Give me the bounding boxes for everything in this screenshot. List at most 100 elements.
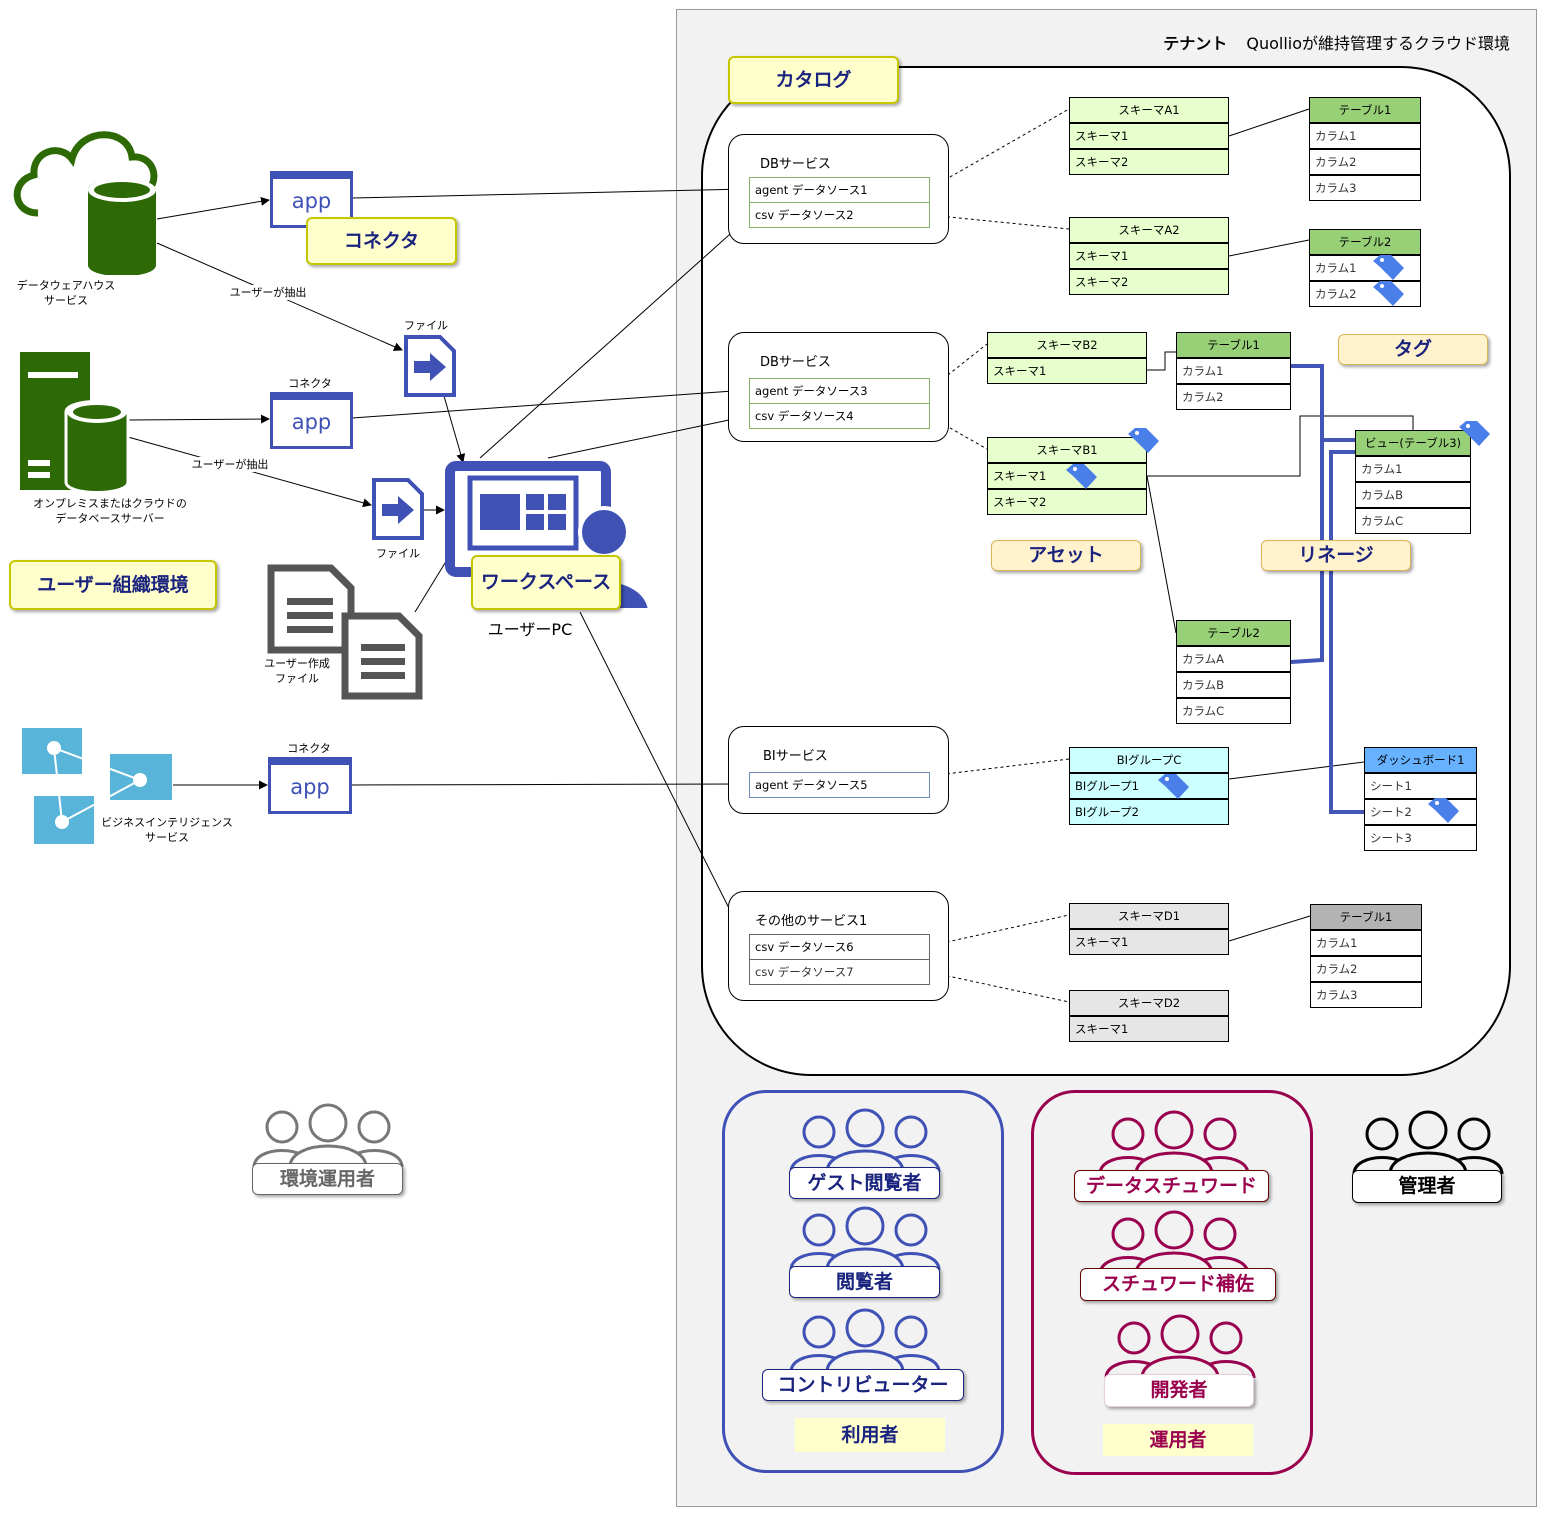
datasource-3[interactable]: agent データソース3 — [749, 378, 930, 404]
people-group-icon — [789, 1206, 941, 1271]
bi-group-c-header[interactable]: BIグループC — [1069, 747, 1229, 773]
tag-icon — [1373, 281, 1404, 306]
tag-icon — [1158, 774, 1189, 799]
schema-a2-row[interactable]: スキーマ2 — [1069, 269, 1229, 295]
connector-app-3[interactable]: app — [268, 757, 352, 814]
users-label: 利用者 — [795, 1418, 945, 1452]
column-row[interactable]: カラム2 — [1310, 956, 1422, 982]
datasource-6[interactable]: csv データソース6 — [749, 934, 930, 960]
developer-label: 開発者 — [1104, 1374, 1254, 1407]
datasource-5[interactable]: agent データソース5 — [749, 772, 930, 798]
sheet-row[interactable]: シート1 — [1364, 773, 1477, 799]
column-row[interactable]: カラム1 — [1309, 255, 1421, 281]
schema-d1-row[interactable]: スキーマ1 — [1069, 929, 1229, 955]
column-row[interactable]: カラム2 — [1309, 149, 1421, 175]
column-row[interactable]: カラム1 — [1310, 930, 1422, 956]
viewer-label: 閲覧者 — [789, 1266, 940, 1298]
user-pc-label: ユーザーPC — [487, 620, 573, 639]
service-title: DBサービス — [760, 355, 831, 370]
lineage-label: リネージ — [1261, 540, 1411, 571]
tenant-title: テナント Quollioが維持管理するクラウド環境 — [1080, 30, 1510, 54]
onprem-label: オンプレミスまたはクラウドの データベースサーバー — [33, 497, 187, 525]
column-row[interactable]: カラムA — [1176, 646, 1291, 672]
env-operator-label: 環境運用者 — [252, 1163, 403, 1195]
contributor-label: コントリビューター — [762, 1369, 964, 1401]
dashboard-1-header[interactable]: ダッシュボード1 — [1364, 747, 1477, 773]
table-2b-header[interactable]: テーブル2 — [1176, 620, 1291, 646]
schema-a2-header[interactable]: スキーマA2 — [1069, 217, 1229, 243]
view-table3-header[interactable]: ビュー(テーブル3) — [1355, 430, 1471, 456]
column-row[interactable]: カラムB — [1176, 672, 1291, 698]
extract-label: ユーザーが抽出 — [188, 457, 272, 472]
tenant-name: テナント — [1163, 34, 1228, 53]
datasource-4[interactable]: csv データソース4 — [749, 403, 930, 429]
tag-icon — [1428, 798, 1459, 823]
tag-icon — [1128, 428, 1159, 453]
catalog-label: カタログ — [728, 56, 899, 104]
bi-service-icon — [22, 728, 172, 844]
connector-label: コネクタ — [306, 217, 457, 265]
schema-d2-header[interactable]: スキーマD2 — [1069, 990, 1229, 1016]
column-row[interactable]: カラム2 — [1309, 281, 1421, 307]
column-row[interactable]: カラム2 — [1176, 384, 1291, 410]
schema-a2-row[interactable]: スキーマ1 — [1069, 243, 1229, 269]
schema-d1-header[interactable]: スキーマD1 — [1069, 903, 1229, 929]
people-group-icon — [252, 1103, 404, 1168]
db-service-2[interactable]: DBサービス agent データソース3 csv データソース4 — [728, 332, 949, 442]
operators-group — [1031, 1090, 1313, 1475]
service-title: BIサービス — [763, 749, 828, 764]
column-row[interactable]: カラム3 — [1309, 175, 1421, 201]
bi-group-row[interactable]: BIグループ1 — [1069, 773, 1229, 799]
schema-a1-header[interactable]: スキーマA1 — [1069, 97, 1229, 123]
extract-label: ユーザーが抽出 — [226, 285, 310, 300]
table-2a-header[interactable]: テーブル2 — [1309, 229, 1421, 255]
datasource-2[interactable]: csv データソース2 — [749, 202, 930, 228]
column-row[interactable]: カラムC — [1176, 698, 1291, 724]
table-1a-header[interactable]: テーブル1 — [1309, 97, 1421, 123]
sheet-row[interactable]: シート2 — [1364, 799, 1477, 825]
tag-icon — [1066, 464, 1097, 489]
bi-group-row[interactable]: BIグループ2 — [1069, 799, 1229, 825]
org-env-label: ユーザー組織環境 — [9, 560, 217, 610]
schema-b1-row[interactable]: スキーマ1 — [987, 463, 1147, 489]
db-service-1[interactable]: DBサービス agent データソース1 csv データソース2 — [728, 134, 949, 244]
service-title: その他のサービス1 — [755, 914, 868, 929]
file-label: ファイル — [376, 547, 420, 560]
other-service[interactable]: その他のサービス1 csv データソース6 csv データソース7 — [728, 891, 949, 1001]
connector-app-2[interactable]: app — [270, 392, 353, 449]
schema-b2-row[interactable]: スキーマ1 — [987, 358, 1147, 384]
sheet-row[interactable]: シート3 — [1364, 825, 1477, 851]
table-1b-header[interactable]: テーブル1 — [1176, 332, 1291, 358]
table-1d-header[interactable]: テーブル1 — [1310, 904, 1422, 930]
data-warehouse-icon — [13, 131, 158, 275]
people-group-icon — [1098, 1210, 1250, 1275]
datasource-1[interactable]: agent データソース1 — [749, 177, 930, 203]
schema-b1-header[interactable]: スキーマB1 — [987, 437, 1147, 463]
schema-b2-header[interactable]: スキーマB2 — [987, 332, 1147, 358]
connector-small-label: コネクタ — [287, 742, 331, 755]
column-row[interactable]: カラム3 — [1310, 982, 1422, 1008]
user-files-label: ユーザー作成 ファイル — [264, 657, 330, 685]
dwh-label: データウェアハウス サービス — [16, 279, 116, 307]
people-group-icon — [789, 1308, 941, 1373]
steward-assist-label: スチュワード補佐 — [1080, 1268, 1276, 1301]
schema-b1-row[interactable]: スキーマ2 — [987, 489, 1147, 515]
admin-label: 管理者 — [1352, 1170, 1502, 1203]
file-label: ファイル — [404, 319, 448, 332]
column-row[interactable]: カラムB — [1355, 482, 1471, 508]
people-group-icon — [1104, 1314, 1256, 1379]
guest-viewer-label: ゲスト閲覧者 — [789, 1167, 940, 1199]
schema-d2-row[interactable]: スキーマ1 — [1069, 1016, 1229, 1042]
datasource-7[interactable]: csv データソース7 — [749, 959, 930, 985]
connector-small-label: コネクタ — [288, 377, 332, 390]
column-row[interactable]: カラムC — [1355, 508, 1471, 534]
schema-a1-row[interactable]: スキーマ1 — [1069, 123, 1229, 149]
tag-icon — [1459, 421, 1490, 446]
people-group-icon — [1098, 1110, 1250, 1175]
schema-a1-row[interactable]: スキーマ2 — [1069, 149, 1229, 175]
column-row[interactable]: カラム1 — [1309, 123, 1421, 149]
bi-service[interactable]: BIサービス agent データソース5 — [728, 726, 949, 814]
column-row[interactable]: カラム1 — [1355, 456, 1471, 482]
tenant-subtitle: Quollioが維持管理するクラウド環境 — [1246, 34, 1510, 53]
column-row[interactable]: カラム1 — [1176, 358, 1291, 384]
